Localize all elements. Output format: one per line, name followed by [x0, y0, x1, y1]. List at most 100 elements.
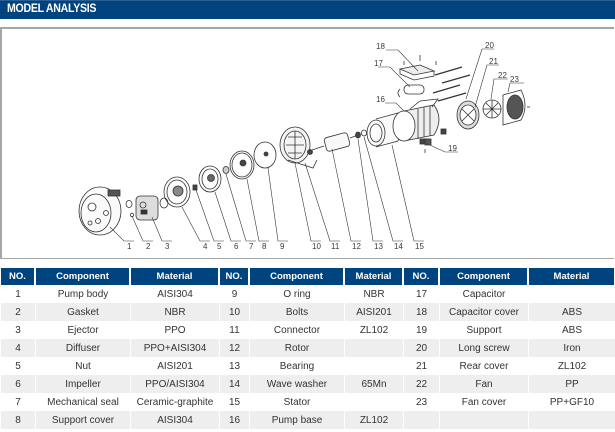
callout-12: 12 — [352, 242, 361, 251]
cell-material: ZL102 — [344, 321, 403, 339]
cell-component: Bolts — [249, 303, 344, 321]
cell-material: PP — [528, 375, 615, 393]
section-title: MODEL ANALYSIS — [7, 3, 97, 15]
callout-23: 23 — [510, 75, 519, 84]
cell-no: 2 — [0, 303, 35, 321]
cell-no: 20 — [403, 339, 439, 357]
part-diffuser — [163, 176, 191, 208]
diagram-frame — [0, 27, 614, 259]
callout-16: 16 — [376, 95, 385, 104]
section-title-bar: MODEL ANALYSIS — [0, 0, 615, 19]
cell-component: Mechanical seal — [35, 393, 130, 411]
part-motor-housing — [392, 98, 440, 145]
header-no: NO. — [403, 268, 439, 285]
header-component: Component — [35, 268, 130, 285]
part-rear-cover — [440, 100, 480, 135]
part-capacitor-cover — [398, 55, 437, 81]
cell-component: Impeller — [35, 375, 130, 393]
cell-component: Long screw — [439, 339, 528, 357]
cell-component: Nut — [35, 357, 130, 375]
cell-material: PPO+AISI304 — [130, 339, 219, 357]
callout-18: 18 — [376, 42, 385, 51]
part-fan — [482, 99, 502, 119]
cell-material — [528, 411, 615, 429]
cell-no — [403, 411, 439, 429]
callout-21: 21 — [489, 57, 498, 66]
cell-component: Rear cover — [439, 357, 528, 375]
cell-material: AISI201 — [344, 303, 403, 321]
part-bearing — [355, 129, 367, 139]
cell-component: Stator — [249, 393, 344, 411]
part-rotor — [307, 132, 359, 155]
leader-lines — [109, 48, 524, 242]
part-fan-cover — [502, 89, 530, 126]
callout-15: 15 — [415, 242, 424, 251]
cell-material: NBR — [130, 303, 219, 321]
callout-4: 4 — [203, 242, 208, 251]
part-support-cover — [229, 150, 255, 180]
header-material: Material — [130, 268, 219, 285]
cell-component: Rotor — [249, 339, 344, 357]
cell-material: 65Mn — [344, 375, 403, 393]
part-mechanical-seal — [222, 166, 230, 174]
cell-component: Capacitor cover — [439, 303, 528, 321]
part-gasket — [125, 200, 134, 218]
cell-component: O ring — [249, 285, 344, 303]
cell-material: ABS — [528, 303, 615, 321]
part-pump-base-flange — [279, 126, 318, 169]
cell-no: 1 — [0, 285, 35, 303]
cell-material — [344, 357, 403, 375]
parts-table: NO. Component Material NO. Component Mat… — [0, 268, 615, 429]
cell-no: 4 — [0, 339, 35, 357]
cell-component: Support cover — [35, 411, 130, 429]
cell-component: Connector — [249, 321, 344, 339]
cell-component: Ejector — [35, 321, 130, 339]
cell-no: 7 — [0, 393, 35, 411]
cell-component: Pump base — [249, 411, 344, 429]
cell-component: Fan — [439, 375, 528, 393]
part-pump-body — [78, 186, 122, 236]
callout-17: 17 — [374, 59, 383, 68]
cell-no: 13 — [219, 357, 249, 375]
cell-component: Diffuser — [35, 339, 130, 357]
callout-22: 22 — [498, 71, 507, 80]
cell-component: Bearing — [249, 357, 344, 375]
part-ejector — [135, 195, 169, 221]
cell-no: 18 — [403, 303, 439, 321]
callout-8: 8 — [262, 242, 267, 251]
cell-no: 12 — [219, 339, 249, 357]
callout-11: 11 — [331, 242, 340, 251]
cell-no: 8 — [0, 411, 35, 429]
table-header-row: NO. Component Material NO. Component Mat… — [0, 268, 615, 285]
cell-material: ABS — [528, 321, 615, 339]
cell-material: ZL102 — [528, 357, 615, 375]
cell-no: 22 — [403, 375, 439, 393]
cell-component: Fan cover — [439, 393, 528, 411]
cell-material: AISI304 — [130, 285, 219, 303]
cell-material: AISI304 — [130, 411, 219, 429]
cell-no: 23 — [403, 393, 439, 411]
callout-20: 20 — [485, 41, 494, 50]
cell-no: 19 — [403, 321, 439, 339]
callout-13: 13 — [374, 242, 383, 251]
cell-component: Gasket — [35, 303, 130, 321]
cell-material: PP+GF10 — [528, 393, 615, 411]
cell-no: 17 — [403, 285, 439, 303]
cell-no: 5 — [0, 357, 35, 375]
header-material: Material — [528, 268, 615, 285]
cell-no: 10 — [219, 303, 249, 321]
cell-material — [344, 339, 403, 357]
cell-material — [344, 393, 403, 411]
part-support — [424, 138, 432, 153]
callout-10: 10 — [312, 242, 321, 251]
callout-2: 2 — [146, 242, 151, 251]
callout-14: 14 — [394, 242, 403, 251]
cell-no: 6 — [0, 375, 35, 393]
